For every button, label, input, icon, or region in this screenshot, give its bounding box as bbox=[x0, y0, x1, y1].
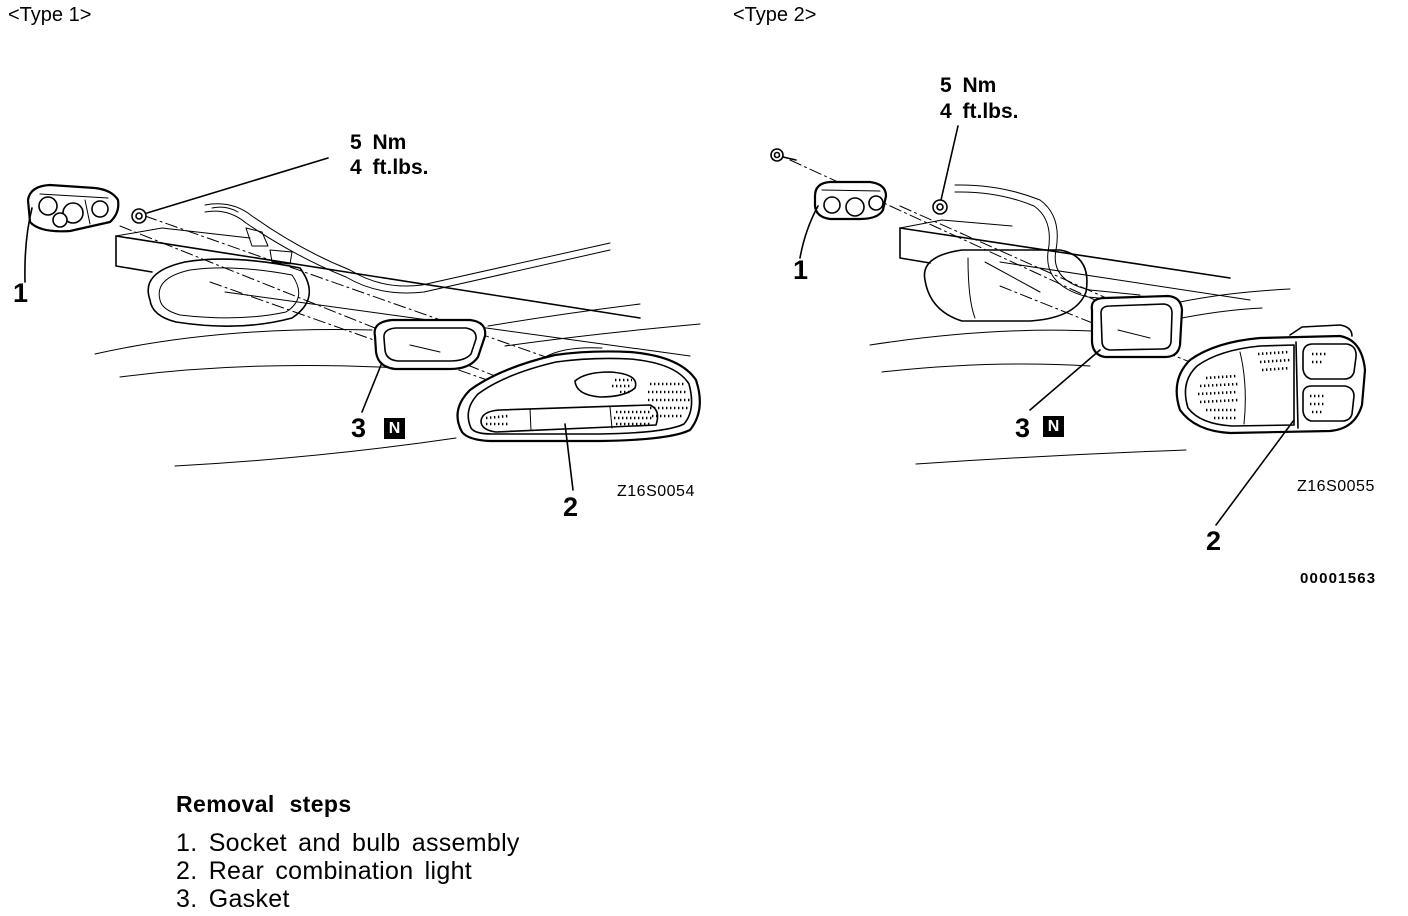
type1-callout-gasket: 3 bbox=[351, 413, 367, 443]
type2-socket-bulb-assembly bbox=[813, 180, 888, 221]
removal-steps-heading: Removal steps bbox=[176, 791, 352, 817]
type1-trunk-opening bbox=[147, 258, 311, 327]
type1-socket-bulb-assembly bbox=[26, 183, 120, 233]
type2-callout-gasket: 3 bbox=[1015, 413, 1031, 443]
type1-title: <Type 1> bbox=[8, 4, 92, 26]
type2-gasket bbox=[1090, 294, 1184, 359]
type1-body-contours bbox=[94, 303, 701, 467]
type2-rear-combination-light bbox=[1175, 324, 1367, 435]
type1-diagram bbox=[24, 157, 701, 491]
type1-callout-light: 2 bbox=[563, 492, 579, 522]
type2-body-contours bbox=[869, 288, 1291, 465]
type1-figure-id: Z16S0054 bbox=[617, 483, 695, 500]
type1-wiring-harness bbox=[204, 203, 611, 294]
type1-callout-socket: 1 bbox=[13, 278, 29, 308]
type2-diagram bbox=[770, 125, 1367, 526]
type2-screw bbox=[770, 148, 797, 162]
type2-body-panel bbox=[899, 219, 1251, 301]
type2-new-part-mark: N bbox=[1043, 416, 1064, 437]
type1-leader-lines bbox=[24, 157, 574, 491]
type2-trunk-opening bbox=[923, 249, 1088, 322]
type1-torque-ftlbs: 4 ft.lbs. bbox=[350, 156, 429, 179]
type2-callout-socket: 1 bbox=[793, 255, 809, 285]
type1-rear-combination-light bbox=[456, 347, 701, 443]
removal-step-1: 1. Socket and bulb assembly bbox=[176, 829, 520, 857]
type2-callout-light: 2 bbox=[1206, 526, 1222, 556]
removal-step-2: 2. Rear combination light bbox=[176, 857, 473, 885]
type1-torque-nm: 5 Nm bbox=[350, 131, 407, 154]
type2-mounting-nut bbox=[932, 199, 948, 215]
document-id: 00001563 bbox=[1300, 570, 1377, 587]
type1-mounting-nut bbox=[131, 208, 147, 224]
type2-leader-lines bbox=[799, 125, 1295, 526]
type2-wiring-harness bbox=[954, 184, 1141, 303]
type2-title: <Type 2> bbox=[733, 4, 817, 26]
type1-new-part-mark: N bbox=[384, 418, 405, 439]
type1-gasket bbox=[373, 318, 487, 371]
type2-figure-id: Z16S0055 bbox=[1297, 478, 1375, 495]
removal-step-3: 3. Gasket bbox=[176, 885, 290, 913]
type2-torque-nm: 5 Nm bbox=[940, 74, 997, 97]
type2-torque-ftlbs: 4 ft.lbs. bbox=[940, 100, 1019, 123]
